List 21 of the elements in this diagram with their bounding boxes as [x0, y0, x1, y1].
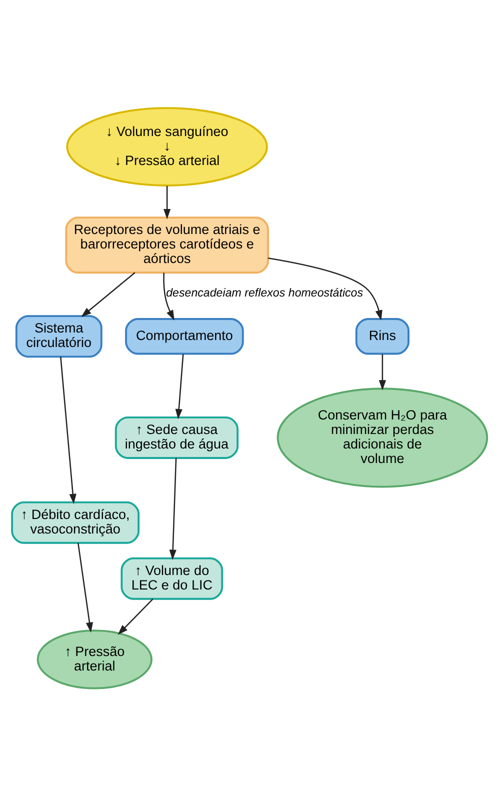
- node-ellipse: Conservam H₂O para minimizar perdas adicionais de volume: [276, 388, 488, 488]
- arrow: [163, 272, 174, 320]
- node-box: ↑ Débito cardíaco, vasoconstrição: [11, 501, 140, 544]
- arrow: [169, 458, 177, 560]
- arrow: [378, 354, 386, 390]
- arrow: [81, 272, 136, 318]
- node-ellipse: ↑ Pressão arterial: [36, 630, 152, 690]
- arrow: [118, 598, 154, 635]
- node-box: ↑ Volume do LEC e do LIC: [120, 557, 224, 600]
- node-box: Receptores de volume atriais e barorreceptores carotídeos e aórticos: [65, 216, 269, 274]
- node-box: Sistema circulatório: [15, 315, 102, 358]
- arrow: [163, 186, 171, 220]
- node-ellipse: ↓ Volume sanguíneo ↓ ↓ Pressão arterial: [66, 107, 268, 186]
- node-box: Comportamento: [125, 318, 244, 355]
- arrow: [77, 542, 94, 633]
- arrow: [268, 257, 382, 321]
- arrow: [175, 354, 184, 420]
- arrow: [60, 356, 76, 504]
- node-box: ↑ Sede causa ingestão de água: [114, 416, 239, 459]
- edge-label: desencadeiam reflexos homeostáticos: [166, 287, 364, 300]
- node-box: Rins: [355, 318, 410, 355]
